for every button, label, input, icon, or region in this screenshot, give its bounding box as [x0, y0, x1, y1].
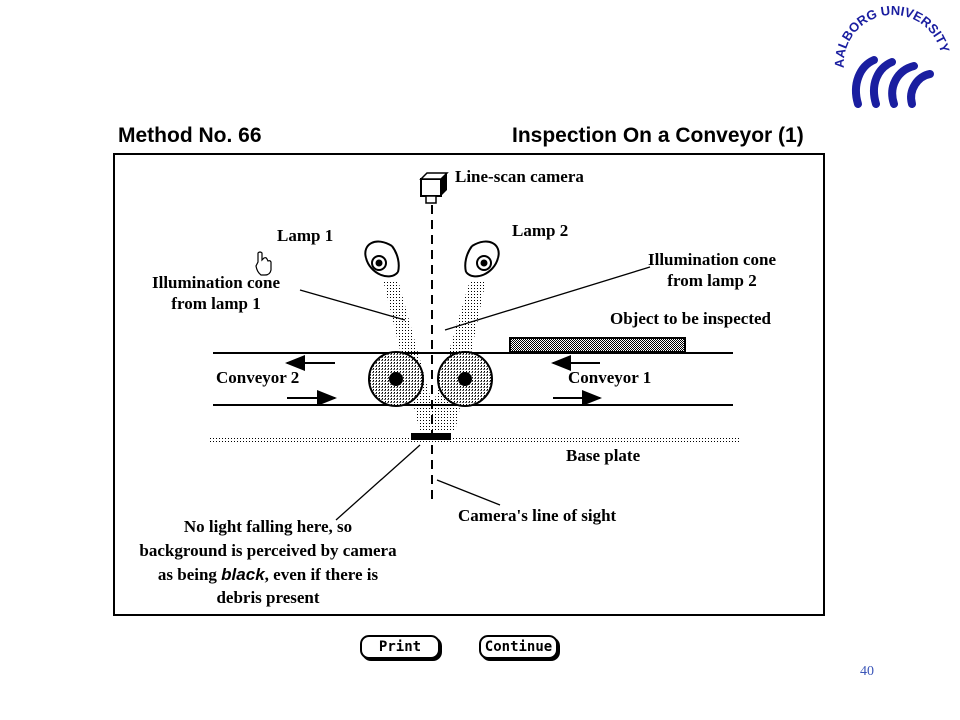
hand-cursor-icon [255, 251, 272, 276]
lamp1-label: Lamp 1 [277, 226, 333, 245]
lamp2-label: Lamp 2 [512, 221, 568, 240]
roller-right [437, 351, 493, 407]
inspected-object [509, 337, 686, 353]
lamp1-icon [364, 240, 400, 278]
base-plate-label: Base plate [566, 446, 641, 465]
leader-note [335, 444, 421, 521]
cone1-label-line2: from lamp 1 [171, 294, 260, 313]
black-zone [411, 433, 451, 440]
leader-sight [436, 479, 501, 506]
line-scan-camera-icon [419, 172, 449, 204]
logo-waves-icon [852, 56, 934, 108]
leader-cone1 [299, 289, 406, 321]
roller-left [368, 351, 424, 407]
base-plate [210, 437, 739, 442]
conveyor2-label: Conveyor 2 [216, 368, 299, 387]
diagram-frame [113, 153, 825, 616]
note-line2: background is perceived by camera [139, 541, 397, 560]
page-title: Inspection On a Conveyor (1) [512, 124, 804, 147]
page-number: 40 [860, 664, 874, 679]
note-line1: No light falling here, so [184, 517, 352, 536]
cone2-label-line1: Illumination cone [648, 250, 776, 269]
print-button[interactable]: Print [360, 635, 440, 659]
note-line3: as being black, even if there is [158, 565, 379, 584]
leader-cone2 [444, 266, 651, 331]
cone2-label-line2: from lamp 2 [667, 271, 756, 290]
object-label: Object to be inspected [610, 309, 772, 328]
cone1-label-line1: Illumination cone [152, 273, 280, 292]
lamp2-icon [464, 240, 500, 278]
continue-button[interactable]: Continue [479, 635, 558, 659]
camera-label: Line-scan camera [455, 167, 584, 186]
aalborg-university-logo: AALBORG UNIVERSITY [832, 6, 950, 108]
method-number: Method No. 66 [118, 124, 262, 147]
conveyor1-label: Conveyor 1 [568, 368, 651, 387]
note-line4: debris present [216, 588, 319, 607]
line-of-sight-label: Camera's line of sight [458, 506, 617, 525]
